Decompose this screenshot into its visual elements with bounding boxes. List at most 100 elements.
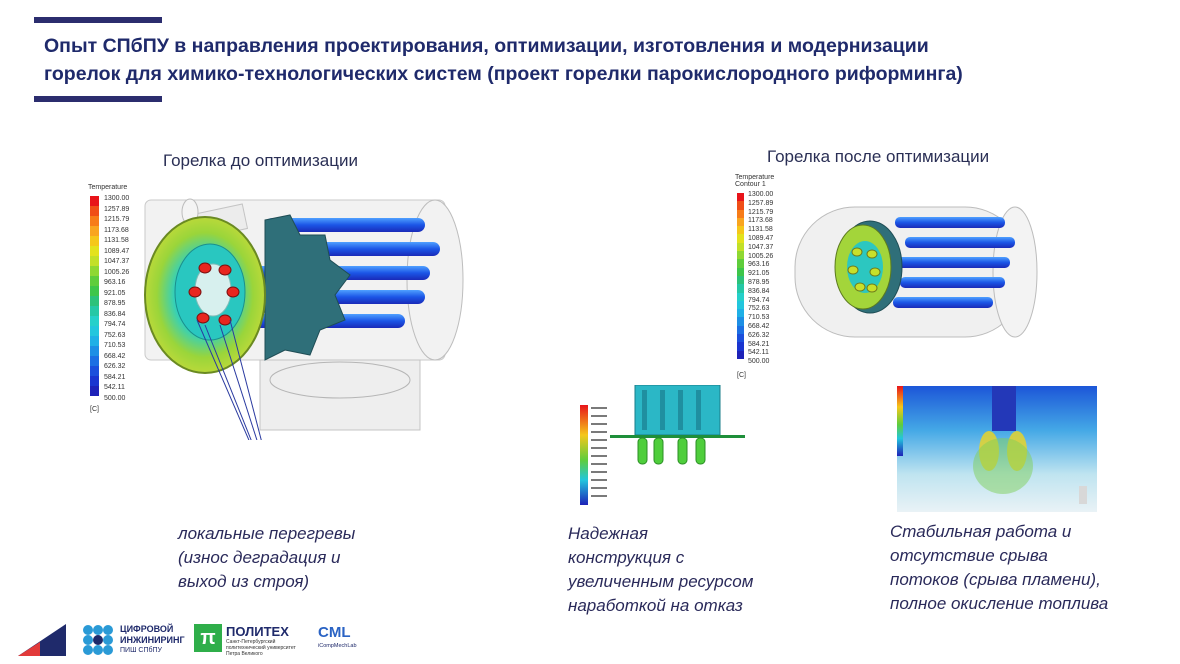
legend-color-cell — [737, 226, 744, 235]
legend-color-cell — [90, 226, 99, 236]
burner-after-illustration — [794, 206, 1038, 338]
legend-color-cell — [90, 316, 99, 326]
legend-color-cell — [90, 376, 99, 386]
logo3-sub3: Петра Великого — [226, 651, 263, 657]
logo2-line3: ПИШ СПбПУ — [120, 647, 162, 654]
legend-value: 668.42 — [748, 322, 770, 330]
legend-value: 752.63 — [104, 331, 126, 339]
logo3-name: ПОЛИТЕХ — [226, 624, 289, 639]
legend-value: 921.05 — [104, 289, 126, 297]
caption-left-line: выход из строя) — [178, 572, 310, 591]
cml-logo: CML iCompMechLab — [318, 624, 366, 658]
legend-color-cell — [90, 266, 99, 276]
legend-color-cell — [737, 209, 744, 218]
legend-value: 1300.00 — [748, 191, 774, 198]
slide-title: Опыт СПбПУ в направления проектирования,… — [44, 32, 1144, 88]
caption-right-line: потоков (срыва пламени), — [890, 570, 1101, 589]
legend-value: 584.21 — [104, 373, 126, 381]
legend-color-cell — [737, 284, 744, 293]
legend-left-colorbar — [90, 196, 99, 396]
legend-color-cell — [90, 206, 99, 216]
legend-right-colorbar — [737, 193, 744, 359]
digital-engineering-logo: ЦИФРОВОЙ ИНЖИНИРИНГ ПИШ СПбПУ — [82, 622, 185, 658]
caption-middle-line: наработкой на отказ — [568, 596, 743, 615]
legend-right-title: Temperature — [735, 174, 775, 181]
polytech-logo: π ПОЛИТЕХ Санкт-Петербургский политехнич… — [194, 624, 304, 658]
legend-value: 878.95 — [104, 300, 126, 307]
legend-color-cell — [737, 309, 744, 318]
legend-value: 710.53 — [104, 342, 126, 349]
legend-value: 1005.26 — [748, 252, 774, 260]
legend-value: 878.95 — [748, 278, 770, 286]
legend-color-cell — [737, 217, 744, 227]
legend-value: 1173.68 — [748, 217, 773, 225]
legend-color-cell — [737, 193, 744, 202]
slide-title-line2: горелок для химико-технологических систе… — [44, 63, 963, 85]
legend-value: 710.53 — [748, 314, 770, 322]
legend-value: 1300.00 — [104, 195, 130, 202]
legend-value: 542.11 — [748, 349, 769, 357]
legend-value: 836.84 — [748, 287, 770, 295]
legend-left-title: Temperature — [88, 184, 128, 191]
legend-value: 1173.68 — [104, 226, 129, 234]
legend-color-cell — [90, 196, 99, 206]
legend-color-cell — [90, 286, 99, 296]
legend-color-cell — [737, 350, 744, 359]
caption-right-line: полное окисление топлива — [890, 594, 1109, 613]
legend-color-cell — [90, 236, 99, 246]
caption-middle-line: увеличенным ресурсом — [568, 572, 754, 591]
logo3-sub2: политехнический университет — [226, 645, 296, 651]
polytech-mark-icon: π — [194, 624, 222, 652]
legend-color-cell — [90, 246, 99, 256]
national-projects-logo — [18, 624, 66, 656]
caption-middle-line: конструкция с — [568, 548, 685, 567]
logo2-line1: ЦИФРОВОЙ — [120, 624, 174, 634]
legend-color-cell — [90, 386, 99, 396]
legend-color-cell — [737, 317, 744, 326]
legend-value: 1047.37 — [104, 258, 130, 265]
slide-title-line1: Опыт СПбПУ в направления проектирования,… — [44, 35, 929, 57]
legend-color-cell — [90, 346, 99, 356]
legend-color-cell — [90, 336, 99, 346]
legend-color-cell — [90, 296, 99, 306]
caption-left: локальные перегревы (износ деградация и … — [178, 522, 355, 594]
logo3-sub1: Санкт-Петербургский — [226, 639, 276, 645]
flame-simulation-illustration — [897, 386, 1097, 512]
logo4-sub: iCompMechLab — [318, 643, 357, 649]
legend-value: 500.00 — [748, 358, 770, 366]
legend-value: 500.00 — [104, 394, 126, 402]
legend-color-cell — [90, 326, 99, 336]
legend-value: 542.11 — [104, 384, 125, 391]
legend-value: 584.21 — [748, 340, 770, 348]
legend-color-cell — [737, 300, 744, 310]
burner-before-illustration — [144, 198, 464, 440]
legend-right-unit: [C] — [737, 372, 746, 379]
legend-value: 1257.89 — [104, 205, 130, 213]
legend-value: 921.05 — [748, 270, 770, 278]
legend-color-cell — [737, 325, 744, 335]
legend-right-subtitle: Contour 1 — [735, 181, 766, 188]
legend-color-cell — [90, 356, 99, 366]
caption-left-line: (износ деградация и — [178, 548, 341, 567]
legend-color-cell — [737, 334, 744, 343]
legend-color-cell — [737, 242, 744, 252]
legend-value: 752.63 — [748, 305, 770, 313]
legend-value: 794.74 — [104, 321, 126, 328]
caption-middle: Надежная конструкция с увеличенным ресур… — [568, 522, 753, 618]
caption-right-line: Стабильная работа и — [890, 522, 1072, 541]
grid-mark-icon — [83, 625, 113, 655]
logo4-name: CML — [318, 624, 351, 641]
legend-color-cell — [90, 276, 99, 286]
legend-value: 1131.58 — [104, 237, 129, 244]
legend-color-cell — [737, 275, 744, 285]
legend-color-cell — [737, 201, 744, 210]
legend-value: 963.16 — [104, 279, 126, 286]
legend-value: 1257.89 — [748, 199, 774, 207]
legend-value: 1089.47 — [748, 234, 774, 242]
legend-color-cell — [90, 256, 99, 266]
legend-value: 836.84 — [104, 310, 126, 318]
legend-color-cell — [90, 306, 99, 316]
